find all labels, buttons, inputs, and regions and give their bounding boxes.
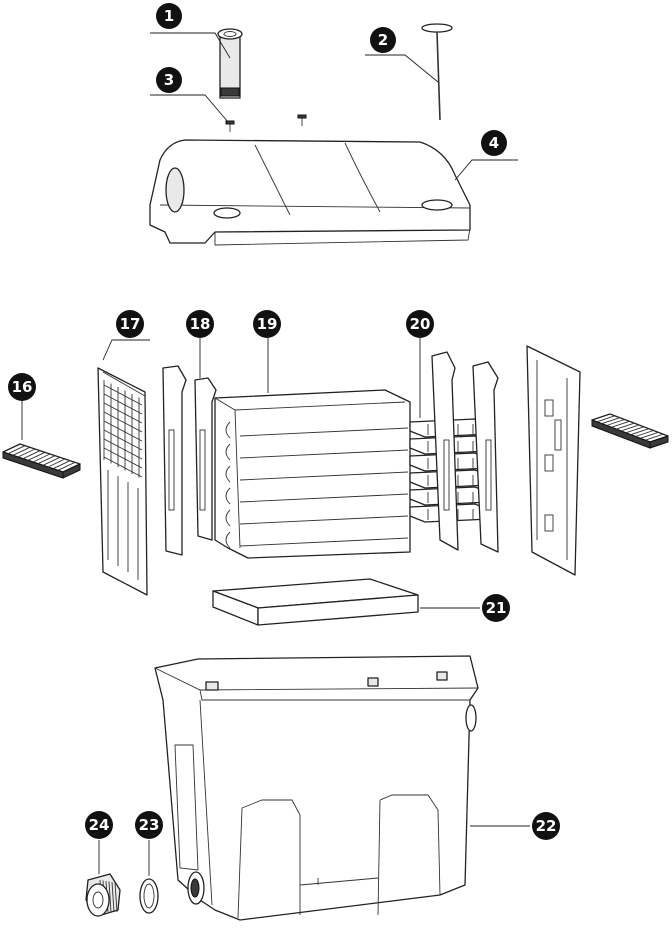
svg-text:3: 3 — [164, 71, 174, 89]
callout-21: 21 — [482, 594, 510, 622]
grate-slat — [22, 450, 41, 460]
sponge-layer-line — [239, 449, 409, 459]
callout-23: 23 — [135, 811, 163, 839]
grate-slat — [37, 455, 56, 465]
grate-slat — [7, 445, 26, 455]
callout-17: 17 — [116, 310, 144, 338]
sponge-layer-line — [239, 471, 409, 481]
callout-4: 4 — [481, 130, 507, 156]
callout-16: 16 — [8, 373, 36, 401]
sponge-edge-wave — [225, 487, 231, 505]
right-end-plate — [526, 345, 581, 576]
leader-3 — [150, 94, 229, 123]
grate-slat — [625, 426, 644, 434]
grate-slat — [616, 422, 635, 430]
svg-text:19: 19 — [257, 315, 278, 333]
svg-text:16: 16 — [12, 378, 33, 396]
part-22-housing — [154, 655, 479, 921]
svg-text:17: 17 — [120, 315, 141, 333]
plate-grid-line — [103, 447, 143, 469]
grate-slat — [596, 415, 615, 423]
part-1-outlet-tube — [217, 28, 243, 99]
grate-slat — [645, 433, 664, 441]
sponge-layer-line — [239, 427, 409, 437]
part-3-screws — [225, 114, 307, 132]
part-23-o-ring — [139, 878, 159, 914]
callout-badges: 1 2 3 4 16 17 18 19 20 21 22 23 24 — [8, 3, 560, 840]
part-19-filter-sponges — [214, 389, 411, 559]
grate-slat — [601, 417, 620, 425]
grate-slat — [42, 456, 61, 466]
callout-20: 20 — [406, 310, 434, 338]
leader-2 — [365, 54, 439, 83]
svg-text:20: 20 — [410, 315, 431, 333]
plate-grid-line — [103, 420, 143, 442]
svg-text:23: 23 — [139, 816, 160, 834]
callout-2: 2 — [370, 27, 396, 53]
leader-4 — [454, 159, 518, 181]
plate-grid-line — [103, 438, 143, 460]
grate-slat — [17, 448, 36, 458]
grate-slat — [52, 460, 71, 470]
sponge-edge-wave — [225, 443, 231, 461]
sponge-edge-wave — [225, 421, 231, 439]
svg-text:21: 21 — [486, 599, 507, 617]
callout-22: 22 — [532, 812, 560, 840]
grate-slat — [47, 458, 66, 468]
grate-slat — [27, 451, 46, 461]
svg-text:22: 22 — [536, 817, 557, 835]
right-grate — [591, 413, 669, 449]
part-17-left-end-plate — [97, 367, 148, 596]
svg-text:2: 2 — [378, 31, 388, 49]
sponge-layer-line — [239, 515, 409, 525]
plate-grid-line — [103, 384, 143, 406]
leader-lines — [21, 32, 530, 876]
grate-slat — [630, 428, 649, 436]
callout-1: 1 — [156, 3, 182, 29]
svg-text:4: 4 — [489, 134, 499, 152]
sponge-edge-wave — [225, 509, 231, 527]
grate-slat — [635, 430, 654, 437]
sponge-edge-wave — [225, 531, 231, 549]
sponge-layer-line — [239, 537, 409, 547]
callout-24: 24 — [85, 811, 113, 839]
svg-text:1: 1 — [164, 7, 174, 25]
callout-18: 18 — [186, 310, 214, 338]
right-dividers — [431, 351, 499, 553]
knob-rib — [114, 882, 118, 913]
grate-slat — [611, 420, 630, 428]
sponge-layer-line — [239, 493, 409, 503]
plate-grid-line — [103, 402, 143, 424]
svg-text:24: 24 — [89, 816, 110, 834]
svg-text:18: 18 — [190, 315, 211, 333]
plate-grid-line — [103, 393, 143, 415]
callout-19: 19 — [253, 310, 281, 338]
grate-slat — [620, 424, 640, 432]
callout-3: 3 — [156, 67, 182, 93]
plate-grid-line — [103, 429, 143, 451]
grate-slat — [32, 453, 51, 463]
grate-slat — [57, 461, 76, 471]
part-4-lid — [149, 139, 471, 246]
plate-grid-line — [103, 456, 143, 478]
grate-slat — [606, 419, 625, 426]
part-16-left-grate — [2, 443, 81, 479]
knob-rib — [108, 881, 112, 913]
knob-rib — [111, 881, 115, 913]
plate-grid-line — [103, 411, 143, 433]
sponge-edge-wave — [225, 465, 231, 483]
grate-slat — [12, 446, 31, 456]
leader-17 — [102, 339, 150, 361]
grate-slat — [640, 431, 659, 439]
part-2-pin — [421, 23, 453, 121]
part-24-knob — [85, 873, 121, 917]
part-21-bottom-pad — [212, 578, 419, 626]
part-18-dividers — [162, 365, 217, 556]
leader-1 — [150, 32, 231, 59]
